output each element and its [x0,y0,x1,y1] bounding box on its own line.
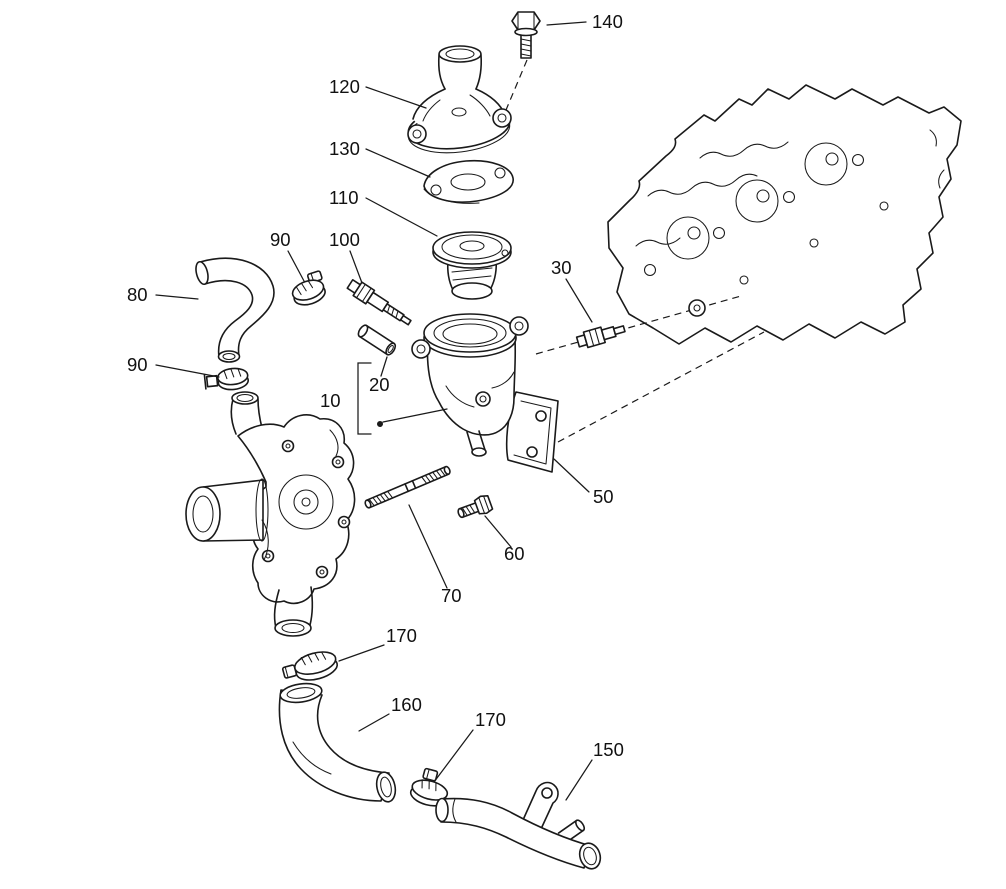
bypass-tube-20 [357,324,397,356]
stud-bolt-70 [364,465,451,509]
callout-130-label: 130 [329,138,360,159]
callout-60-label: 60 [504,543,525,564]
leader-30 [565,278,593,323]
callout-10-label: 10 [320,390,341,411]
leader-60 [484,515,512,548]
callout-20-label: 20 [369,374,390,395]
leader-150 [565,759,593,801]
hose-clamp-170-lower [409,767,449,807]
leader-160 [358,713,390,732]
temperature-sender-100 [346,279,412,326]
leader-70 [408,504,448,589]
callout-100-label: 100 [329,229,360,250]
callout-160-label: 160 [391,694,422,715]
leader-10 [382,408,448,423]
hose-clamp-90-lower [203,367,250,391]
cylinder-head [607,84,962,345]
thermostat-cover-120 [407,45,512,154]
leader-90-lower [155,364,220,378]
thermostat-housing-10 [411,313,559,473]
callout-90-lower-label: 90 [127,354,148,375]
upper-hose-80 [195,257,275,363]
leader-50 [553,458,590,493]
water-pipe-150 [435,781,602,870]
leader-10-bracket [357,362,372,435]
leader-140 [546,21,587,26]
leader-20 [380,356,388,377]
leader-100 [349,250,363,284]
callout-110-label: 110 [329,187,359,208]
leader-170-upper [338,644,385,662]
leader-90-upper [287,250,305,282]
callout-120-label: 120 [329,76,360,97]
leader-lines [155,21,593,801]
callout-70-label: 70 [441,585,462,606]
leader-80 [155,294,199,300]
leader-170-lower [433,729,474,783]
gasket-130 [423,159,514,204]
callout-170-lower-label: 170 [475,709,506,730]
callout-90-upper-label: 90 [270,229,291,250]
callout-labels: 140 120 130 110 90 100 80 30 90 20 10 50… [127,11,624,760]
hose-clamp-90-upper [291,270,326,306]
alignment-dashed-lines [505,59,765,443]
callout-80-label: 80 [127,284,148,305]
coolant-sensor-30 [575,325,626,349]
callout-140-label: 140 [592,11,623,32]
callout-150-label: 150 [593,739,624,760]
bolt-140 [511,11,541,59]
callout-50-label: 50 [593,486,614,507]
leader-130 [365,148,431,178]
drain-plug-60 [457,495,494,519]
lower-hose-160 [278,682,397,803]
leader-10-dot [377,421,383,427]
callout-170-upper-label: 170 [386,625,417,646]
leader-120 [365,86,427,109]
water-pump [185,391,356,637]
hose-clamp-170-upper [281,651,339,681]
thermostat-110 [432,231,512,300]
callout-30-label: 30 [551,257,572,278]
leader-110 [365,197,438,237]
